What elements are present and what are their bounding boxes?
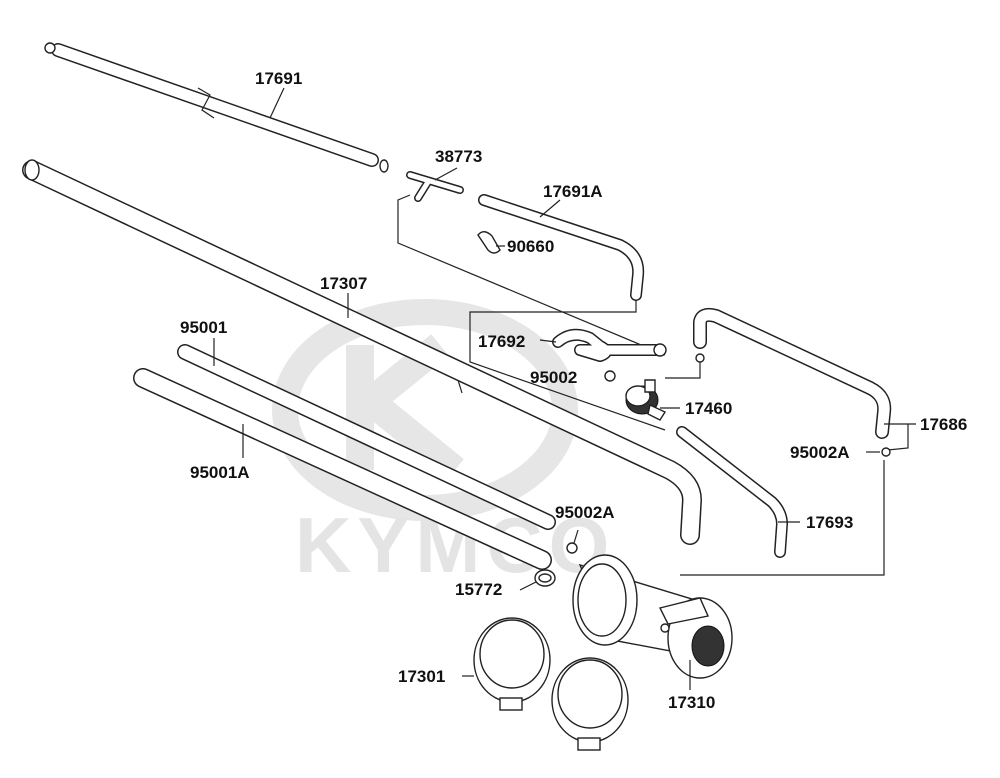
valve-17460 bbox=[625, 379, 667, 421]
hose-17692 bbox=[552, 328, 667, 362]
label-17301: 17301 bbox=[398, 667, 445, 686]
label-17693: 17693 bbox=[806, 513, 853, 532]
label-17692: 17692 bbox=[478, 332, 525, 351]
label-95001a: 95001A bbox=[190, 463, 250, 482]
label-95002a-mid: 95002A bbox=[555, 503, 615, 522]
label-17686: 17686 bbox=[920, 415, 967, 434]
label-90660: 90660 bbox=[507, 237, 554, 256]
tube-95001a bbox=[133, 368, 552, 570]
tube-95001 bbox=[177, 344, 556, 530]
connector-38773 bbox=[406, 171, 464, 202]
label-15772: 15772 bbox=[455, 580, 502, 599]
hose-17686 bbox=[693, 307, 892, 439]
tube-17307 bbox=[22, 159, 702, 545]
label-17691a: 17691A bbox=[543, 182, 603, 201]
tube-17691 bbox=[44, 42, 389, 173]
label-38773: 38773 bbox=[435, 147, 482, 166]
clip-90660 bbox=[477, 231, 505, 254]
hose-17693 bbox=[676, 426, 788, 558]
clamp-95002a-right bbox=[881, 447, 891, 457]
label-95002: 95002 bbox=[530, 368, 577, 387]
band-17301-left bbox=[473, 617, 551, 711]
label-17691: 17691 bbox=[255, 69, 302, 88]
clamp-15772 bbox=[534, 569, 556, 587]
label-17460: 17460 bbox=[685, 399, 732, 418]
label-95001: 95001 bbox=[180, 318, 227, 337]
label-17310: 17310 bbox=[668, 693, 715, 712]
band-17301-right bbox=[551, 657, 629, 751]
clamp-95002a-mid bbox=[566, 542, 578, 554]
hose-17691a bbox=[478, 194, 645, 301]
clamp-95002 bbox=[604, 370, 616, 382]
label-95002a-right: 95002A bbox=[790, 443, 850, 462]
canister-17310 bbox=[572, 554, 733, 679]
label-17307: 17307 bbox=[320, 274, 367, 293]
